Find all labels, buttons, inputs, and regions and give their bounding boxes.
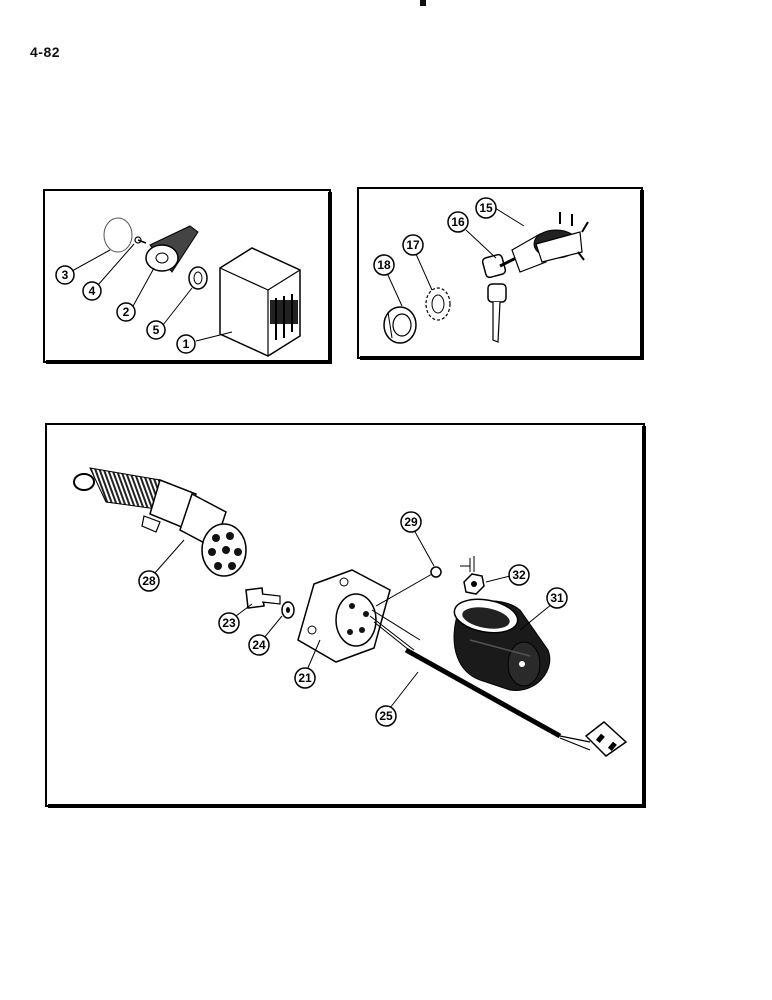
cover-cap-part [453, 598, 551, 691]
callout-24: 24 [248, 634, 270, 656]
callout-1: 1 [176, 334, 196, 354]
svg-text:5: 5 [153, 323, 160, 337]
crop-mark [420, 0, 426, 6]
callout-25: 25 [375, 705, 397, 727]
svg-text:1: 1 [183, 337, 190, 351]
washer-part [281, 601, 295, 619]
svg-text:16: 16 [451, 215, 465, 229]
svg-text:18: 18 [377, 258, 391, 272]
trailer-plug-part [73, 467, 247, 577]
harness-part [369, 609, 628, 757]
callout-18: 18 [373, 254, 395, 276]
callout-15: 15 [475, 197, 497, 219]
callout-23: 23 [218, 612, 240, 634]
knob-part [145, 225, 199, 273]
callout-16: 16 [447, 211, 469, 233]
socket-part [297, 569, 391, 663]
svg-text:31: 31 [550, 591, 564, 605]
lens-part [103, 217, 133, 253]
callout-31: 31 [546, 587, 568, 609]
page-number: 4-82 [30, 44, 61, 60]
callout-3: 3 [55, 265, 75, 285]
panel-ignition: 18 17 16 15 [357, 187, 644, 360]
svg-text:3: 3 [62, 268, 69, 282]
svg-text:28: 28 [142, 574, 156, 588]
panel-trailer: 28 23 24 21 25 29 32 31 [45, 423, 646, 808]
svg-text:15: 15 [479, 201, 493, 215]
callout-28: 28 [138, 570, 160, 592]
callout-17: 17 [402, 234, 424, 256]
keys-part [481, 253, 521, 343]
switch-nut-part [383, 306, 417, 344]
relay-box-part [219, 247, 301, 357]
ground-wire-part [375, 556, 475, 607]
svg-text:24: 24 [252, 638, 266, 652]
nut-part [188, 266, 208, 290]
lock-washer-part [425, 287, 451, 321]
hex-nut-part [463, 573, 485, 595]
bolt-part [245, 587, 281, 609]
svg-text:17: 17 [406, 238, 420, 252]
callout-4: 4 [82, 281, 102, 301]
callout-5: 5 [146, 320, 166, 340]
svg-text:4: 4 [89, 284, 96, 298]
callout-21: 21 [294, 667, 316, 689]
callout-29: 29 [400, 511, 422, 533]
svg-text:25: 25 [379, 709, 393, 723]
callout-32: 32 [508, 564, 530, 586]
svg-text:32: 32 [512, 568, 526, 582]
callout-2: 2 [116, 302, 136, 322]
screw-part [134, 236, 147, 244]
ignition-switch-part [511, 212, 589, 273]
panel-relay: 3 4 2 5 1 [43, 189, 332, 364]
svg-text:29: 29 [404, 515, 418, 529]
svg-text:2: 2 [123, 305, 130, 319]
svg-text:21: 21 [298, 671, 312, 685]
svg-text:23: 23 [222, 616, 236, 630]
